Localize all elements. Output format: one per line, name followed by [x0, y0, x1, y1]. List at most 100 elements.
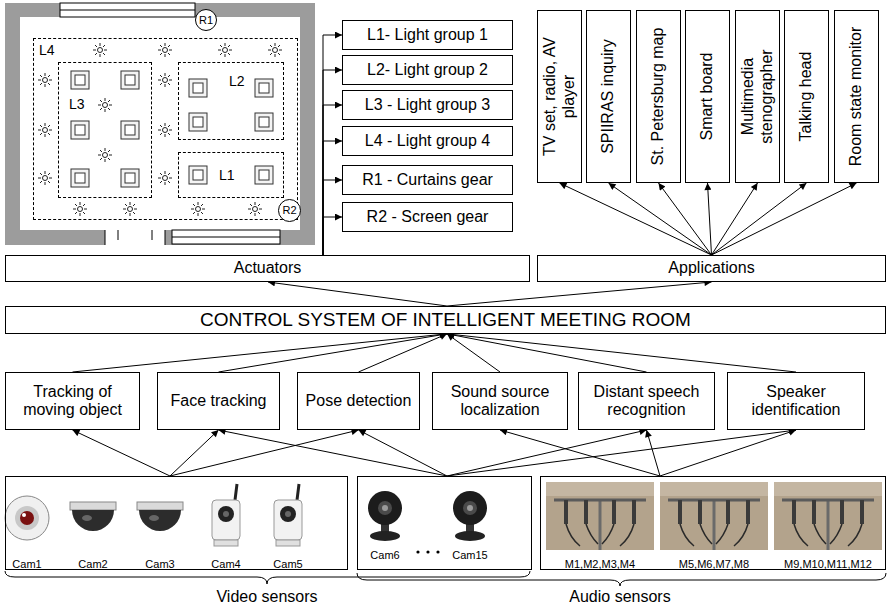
box-label: L3 - Light group 3 — [365, 96, 490, 114]
lamp-star — [248, 202, 262, 216]
rotated-text-frame: SPIIRAS inquiry — [589, 15, 628, 178]
sensor-caption: Cam3 — [145, 558, 174, 570]
window-pane — [60, 10, 195, 11]
sensor-caption: Cam4 — [211, 558, 240, 570]
connector-arrow — [447, 282, 712, 306]
connector-arrow — [323, 35, 342, 255]
box-label: L4 - Light group 4 — [365, 132, 490, 150]
application-label: St. Petersburg map — [649, 28, 667, 166]
control-bar: CONTROL SYSTEM OF INTELLIGENT MEETING RO… — [5, 306, 886, 334]
box-label: Pose detection — [306, 392, 412, 410]
connector-arrow — [359, 334, 448, 372]
rotated-text-frame: St. Petersburg map — [639, 15, 678, 178]
lamp-star — [158, 171, 172, 185]
application-label: Room state monitor — [847, 27, 865, 167]
dome-camera-body — [5, 496, 49, 540]
application-label: Smart board — [698, 52, 716, 140]
window — [60, 3, 195, 17]
caption-frame: Cam15 — [410, 545, 530, 563]
application-label: SPIIRAS inquiry — [599, 39, 617, 154]
gear-label: R1 — [199, 15, 213, 26]
lamp-star — [158, 43, 172, 57]
application-label: Multimedia stenographer — [739, 15, 776, 178]
module-box: Speaker identification — [727, 372, 865, 430]
screen-slot — [172, 230, 280, 244]
ceiling-lamp — [121, 169, 139, 187]
rotated-text-frame: Multimedia stenographer — [738, 15, 777, 178]
caption-frame: Cam3 — [100, 554, 220, 572]
connector-arrow — [219, 430, 448, 476]
lamp-star — [38, 123, 52, 137]
screen-line — [172, 237, 280, 238]
application-label: Talking head — [797, 52, 815, 142]
box-label: Speaker identification — [733, 383, 859, 420]
lamp-star — [123, 202, 137, 216]
sensor-group: Cam6Cam15 — [357, 476, 532, 570]
connector-arrow — [73, 430, 171, 476]
dome-camera-lens — [20, 511, 34, 525]
connector-arrow — [323, 217, 342, 255]
connector-arrow — [323, 141, 342, 255]
connector-arrow — [323, 180, 342, 255]
caption-frame: M1,M2,M3,M4 — [540, 554, 660, 572]
sensor-caption: M5,M6,M7,M8 — [679, 558, 749, 570]
ceiling-lamp — [71, 71, 89, 89]
sensor-caption: Cam5 — [273, 558, 302, 570]
ellipsis-dot — [436, 550, 439, 553]
application-box: St. Petersburg map — [636, 10, 681, 183]
ceiling-lamp — [189, 79, 207, 97]
zone-label: L4 — [39, 43, 55, 57]
box-label: Face tracking — [170, 392, 266, 410]
connector-arrow — [447, 334, 500, 372]
dome-camera — [70, 502, 116, 531]
room-wall — [5, 3, 315, 245]
ceiling-lamp — [71, 169, 89, 187]
rotated-text-frame: TV set, radio, AV player — [540, 15, 579, 178]
connector-arrow — [323, 70, 342, 255]
box-label: CONTROL SYSTEM OF INTELLIGENT MEETING RO… — [200, 309, 691, 331]
ceiling-lamp — [121, 121, 139, 139]
caption-frame: M5,M6,M7,M8 — [654, 554, 774, 572]
lamp-star — [218, 43, 232, 57]
gear-circle: R2 — [278, 199, 301, 222]
network-camera — [212, 484, 240, 546]
box-label: Tracking of moving object — [11, 383, 134, 420]
dome-camera-glint — [22, 513, 26, 517]
connector-arrow — [708, 183, 712, 255]
box-label: Applications — [668, 259, 754, 277]
connector-arrow — [219, 334, 448, 372]
application-box: Smart board — [685, 10, 730, 183]
connector-arrow — [659, 183, 712, 255]
application-box: Multimedia stenographer — [735, 10, 780, 183]
microphone-array-photo — [660, 482, 768, 550]
module-box: Sound source localization — [432, 372, 568, 430]
application-label: TV set, radio, AV player — [541, 15, 578, 178]
box-label: L1- Light group 1 — [367, 26, 488, 44]
sensor-caption: M9,M10,M11,M12 — [784, 558, 872, 570]
connector-arrow — [609, 183, 712, 255]
connector-arrow — [323, 105, 342, 255]
lamp-star — [93, 43, 107, 57]
actuator-box: R1 - Curtains gear — [342, 165, 513, 195]
connector-arrow — [712, 183, 857, 255]
application-box: Room state monitor — [834, 10, 879, 183]
actuator-box: L3 - Light group 3 — [342, 90, 513, 120]
ceiling-lamp — [189, 113, 207, 131]
room-floor — [20, 17, 300, 230]
actuator-box: R2 - Screen gear — [342, 202, 513, 232]
light-zone: L2 — [178, 62, 284, 140]
box-label: L2- Light group 2 — [367, 61, 488, 79]
lamp-star — [191, 202, 205, 216]
connector-arrow — [712, 183, 807, 255]
actuator-box: L4 - Light group 4 — [342, 126, 513, 156]
box-label: R2 - Screen gear — [367, 208, 489, 226]
application-box: SPIIRAS inquiry — [586, 10, 631, 183]
caption-frame: M9,M10,M11,M12 — [768, 554, 888, 572]
connector-arrow — [447, 430, 796, 476]
label-frame: Audio sensors — [510, 588, 730, 606]
group-brace — [5, 571, 530, 584]
lamp-star — [38, 171, 52, 185]
lamp-star — [98, 98, 112, 112]
zone-label: L2 — [229, 74, 245, 88]
box-label: Actuators — [234, 259, 302, 277]
